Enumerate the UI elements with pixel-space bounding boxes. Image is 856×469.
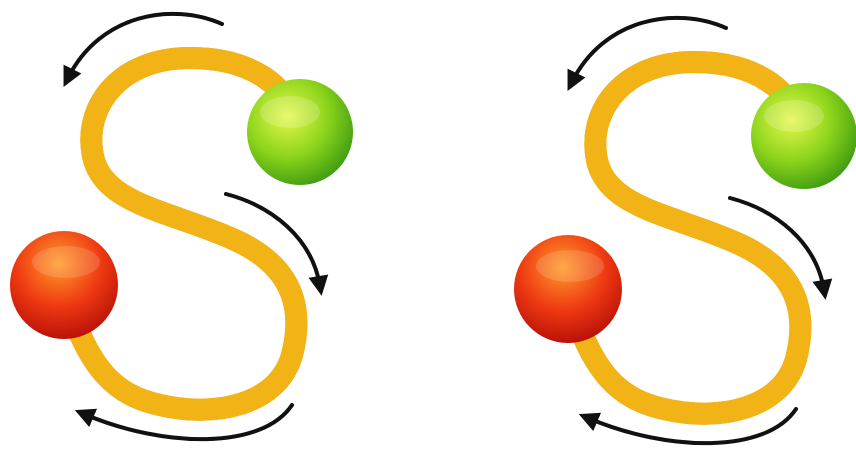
green-ball-shine [260, 96, 320, 128]
green-ball-icon [751, 83, 856, 189]
green-ball-icon [247, 79, 353, 185]
red-ball-shine [32, 246, 100, 278]
s-curve-figure-right [504, 4, 856, 469]
red-ball-shine [536, 250, 604, 282]
green-ball-shine [764, 100, 824, 132]
s-curve-figure-left [0, 0, 428, 465]
s-curve-diagram [504, 4, 856, 469]
s-curve-diagram [0, 0, 428, 465]
